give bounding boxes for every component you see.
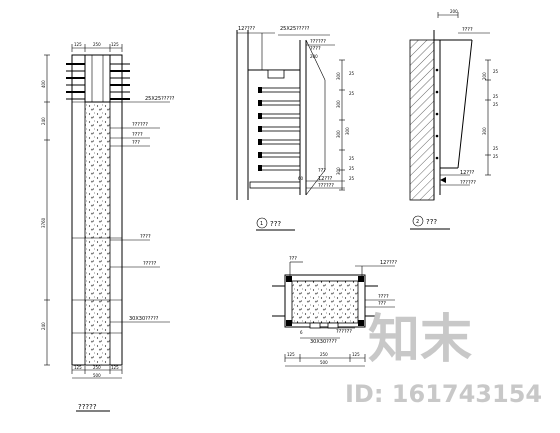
d2-dim-1: 200 [450, 9, 458, 14]
dim-v-4: 240 [41, 322, 46, 330]
d2-dim-2: 25 [493, 69, 499, 74]
callout-main-3: ???? [132, 132, 143, 138]
bottom-dim-1: 125 [74, 365, 82, 370]
d2-dim-3: 200 [482, 72, 487, 80]
callout-main-7: 30X30????? [129, 316, 159, 322]
section-dim-2: 250 [320, 352, 328, 357]
section-dim-total: 500 [320, 360, 328, 365]
bottom-dim-3: 125 [111, 365, 119, 370]
top-dim-1: 125 [74, 42, 82, 47]
d2-dim-4: 25 [493, 94, 499, 99]
section-callout-3: ???? [378, 294, 389, 300]
watermark: 知末 ID: 161743154 [345, 310, 542, 408]
d1-dim-7: 300 [345, 127, 350, 135]
d1-dim-12: 300 [336, 167, 341, 175]
watermark-logo: 知末 [368, 310, 472, 370]
d2-callout-3: ?????? [460, 180, 476, 186]
d2-dim-5: 25 [493, 102, 499, 107]
d1-caption: ??? [270, 220, 281, 228]
callout-main-6: ????? [143, 261, 157, 267]
section-callout-4: ??? [378, 301, 386, 307]
d1-dim-11: 25 [349, 176, 355, 181]
section-concrete-fill [291, 280, 359, 324]
top-width-dimensions: 125 250 125 [71, 42, 123, 52]
section-callout-1: ??? [289, 256, 297, 262]
bottom-dim-total: 500 [93, 373, 101, 378]
d1-dim-5: 25 [349, 71, 355, 76]
plan-section-view: ??? 12???? ???? ??? ?????? 30X30???? 125… [272, 256, 397, 367]
d1-callout-5: ??? [318, 168, 326, 174]
d2-dim-7: 25 [493, 146, 499, 151]
concrete-core [84, 101, 111, 366]
d2-callout-2: 12??? [460, 170, 475, 176]
d1-dim-3: 300 [336, 100, 341, 108]
detail-1-caption: 1 ??? [256, 217, 295, 231]
detail-1-callouts: 12???? 25X25????? ?????? ???? ??? 12??? … [237, 26, 345, 189]
d1-callout-2: 25X25????? [280, 26, 310, 32]
d1-callout-6: 12??? [318, 176, 333, 182]
section-callout-2: 12???? [380, 260, 397, 266]
callout-main-4: ??? [132, 140, 140, 146]
detail-1-dim-chain: 200 300 300 300 25 25 300 25 60 25 25 30… [298, 54, 355, 191]
d1-dim-6: 25 [349, 91, 355, 96]
section-dim-3: 125 [352, 352, 360, 357]
detail-2-callouts: ???? 12??? ?????? [458, 27, 490, 186]
main-view-title: ????? [78, 403, 97, 411]
louver-slats [66, 63, 130, 100]
d2-dim-6: 300 [482, 127, 487, 135]
main-column-view: 125 250 125 [41, 42, 175, 412]
detail-2-dim-chain: 200 25 200 25 25 300 25 25 [437, 9, 499, 176]
bottom-width-dimensions: 125 250 125 500 [71, 365, 123, 379]
callout-main-1: 25X25????? [145, 96, 175, 102]
left-vertical-dimensions: 400 240 3760 240 [41, 54, 50, 366]
section-dim-1: 125 [287, 352, 295, 357]
dim-v-3: 3760 [41, 217, 46, 228]
d2-caption: ??? [426, 218, 437, 226]
d1-callout-7: ?????? [318, 183, 334, 189]
detail-2-caption: 2 ??? [410, 215, 450, 230]
callout-main-2: ?????? [132, 122, 148, 128]
d2-callout-1: ???? [462, 27, 473, 33]
section-callout-5: ?????? [336, 329, 352, 335]
d1-dim-9: 60 [298, 176, 304, 181]
d1-dim-4: 300 [336, 130, 341, 138]
d1-dim-2: 300 [336, 72, 341, 80]
d1-callout-3: ?????? [310, 39, 326, 45]
top-dim-3: 125 [111, 42, 119, 47]
d2-dim-8: 25 [493, 154, 499, 159]
dim-v-2: 240 [41, 117, 46, 125]
bottom-dim-2: 250 [93, 365, 101, 370]
section-callout-6: 30X30???? [310, 339, 337, 345]
d1-dim-8: 25 [349, 156, 355, 161]
watermark-id: ID: 161743154 [345, 380, 542, 408]
section-dimensions: 125 250 125 6 500 [284, 330, 366, 367]
detail-1-slats [249, 69, 301, 189]
detail-2-anchor-marks [435, 68, 446, 183]
detail-2-wall-hatch [409, 39, 435, 201]
d1-callout-4: ???? [310, 46, 321, 52]
d1-dim-10: 25 [349, 166, 355, 171]
dim-v-1: 400 [41, 80, 46, 88]
d1-number: 1 [260, 221, 263, 227]
detail-1-view: 200 300 300 300 25 25 300 25 60 25 25 30… [236, 26, 355, 231]
section-dim-4: 6 [300, 330, 303, 335]
top-dim-2: 250 [93, 42, 101, 47]
section-callouts: ??? 12???? ???? ??? ?????? 30X30???? [289, 256, 397, 345]
detail-2-view: 200 25 200 25 25 300 25 25 ???? 12??? ??… [409, 9, 499, 230]
d2-number: 2 [416, 219, 419, 225]
d1-dim-1: 200 [310, 54, 318, 59]
d1-callout-1: 12???? [238, 26, 255, 32]
section-outer-frame [284, 274, 366, 328]
callout-main-5: ???? [140, 234, 151, 240]
main-callouts: 25X25????? ?????? ???? ??? ???? ????? 30… [110, 96, 175, 323]
column-head-void [84, 54, 111, 103]
